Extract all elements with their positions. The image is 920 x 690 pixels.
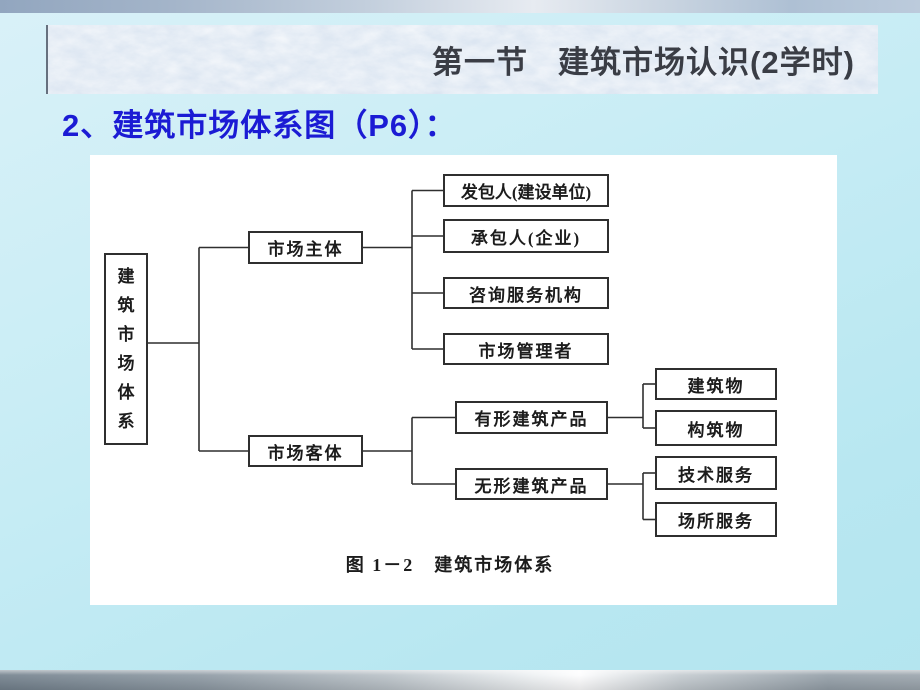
section-label: 第一节 bbox=[432, 45, 528, 80]
bottom-accent-bar bbox=[0, 670, 920, 690]
node-construction-market-system: 建 筑 市 场 体 系 bbox=[104, 253, 148, 445]
node-market-object: 市场客体 bbox=[248, 435, 363, 467]
node-tangible-construction-product: 有形建筑产品 bbox=[455, 401, 608, 434]
band-marble-texture bbox=[48, 25, 878, 94]
node-intangible-construction-product: 无形建筑产品 bbox=[455, 468, 608, 500]
node-building: 建筑物 bbox=[655, 368, 777, 400]
diagram-panel: 建 筑 市 场 体 系 市场主体 市场客体 发包人(建设单位) 承包人(企业) … bbox=[90, 155, 837, 605]
header-title-row: 第一节 建筑市场认识(2学时) bbox=[432, 25, 855, 94]
header-band: 第一节 建筑市场认识(2学时) bbox=[46, 25, 878, 94]
node-contractor: 承包人(企业) bbox=[443, 219, 609, 253]
node-market-subject: 市场主体 bbox=[248, 231, 363, 264]
connector-lines bbox=[148, 189, 655, 521]
slide-subtitle: 2、建筑市场体系图（P6）： bbox=[62, 108, 457, 143]
top-accent-bar bbox=[0, 0, 920, 13]
node-structure: 构筑物 bbox=[655, 410, 777, 446]
figure-caption: 图 1－2 建筑市场体系 bbox=[345, 555, 555, 575]
slide-title: 建筑市场认识(2学时) bbox=[558, 45, 855, 80]
node-technical-service: 技术服务 bbox=[655, 456, 777, 490]
node-market-regulator: 市场管理者 bbox=[443, 333, 609, 365]
node-consulting-service-agency: 咨询服务机构 bbox=[443, 277, 609, 309]
node-employer: 发包人(建设单位) bbox=[443, 174, 609, 207]
node-venue-service: 场所服务 bbox=[655, 502, 777, 537]
